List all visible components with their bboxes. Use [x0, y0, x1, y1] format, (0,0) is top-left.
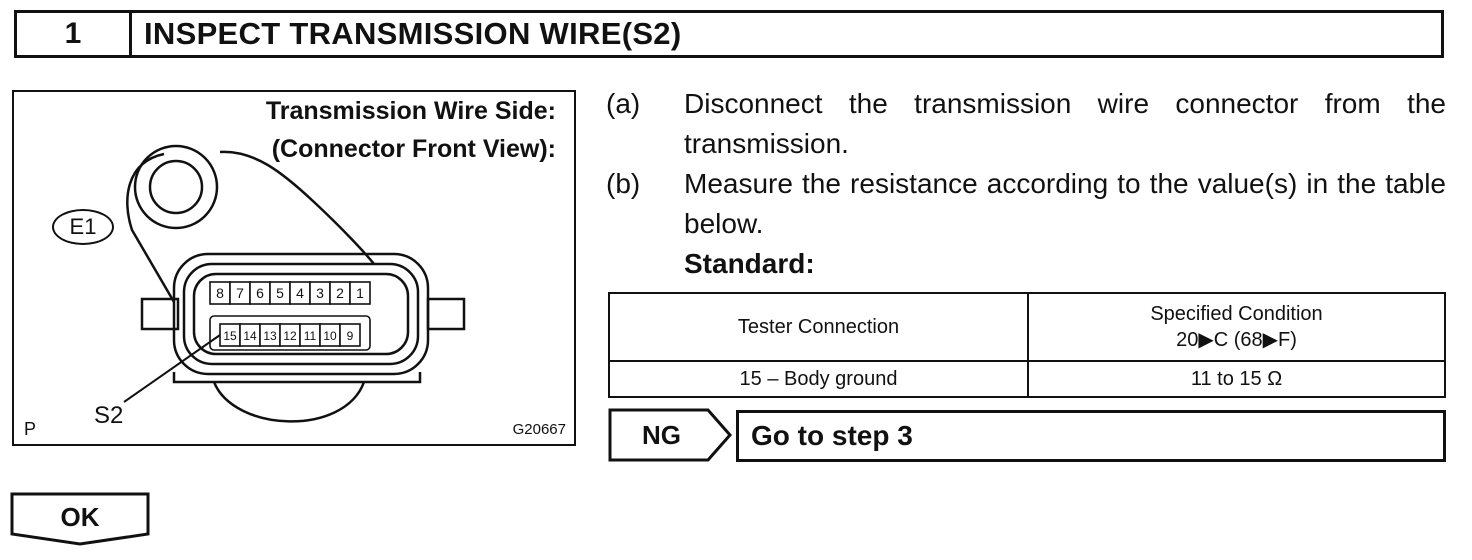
- pin-label: 13: [263, 329, 277, 343]
- pin-label: 9: [347, 329, 354, 343]
- pin-label: 7: [236, 285, 244, 301]
- pin-label: 15: [223, 329, 237, 343]
- figure-p-mark: P: [24, 419, 37, 439]
- pin-label: 12: [283, 329, 297, 343]
- pin-label: 5: [276, 285, 284, 301]
- step-number: 1: [17, 13, 132, 55]
- pin-label: 1: [356, 285, 364, 301]
- pin-label: 14: [243, 329, 257, 343]
- cell-tester-connection: 15 – Body ground: [608, 360, 1029, 398]
- ng-arrow-shape: [608, 408, 732, 462]
- figure-caption-line2: (Connector Front View):: [271, 135, 556, 163]
- connector-illustration: 8 7 6 5 4 3 2 1 15 14 13 12 11 10 9 Tran…: [12, 90, 576, 446]
- header-condition-line2: 20▶C (68▶F): [1176, 329, 1297, 351]
- ok-tag: OK: [10, 492, 150, 546]
- table-header-row: Tester Connection Specified Condition 20…: [608, 292, 1446, 362]
- ok-label: OK: [60, 502, 100, 532]
- connector-drawing: 8 7 6 5 4 3 2 1 15 14 13 12 11 10 9: [123, 144, 466, 423]
- standard-label: Standard:: [684, 248, 815, 279]
- ng-action-box: Go to step 3: [736, 410, 1446, 462]
- specification-table: Tester Connection Specified Condition 20…: [608, 292, 1446, 398]
- instruction-a: (a) Disconnect the transmission wire con…: [606, 84, 1446, 164]
- step-header: 1 INSPECT TRANSMISSION WIRE(S2): [14, 10, 1444, 58]
- figure-caption-line1: Transmission Wire Side:: [265, 97, 556, 125]
- s2-label: S2: [94, 402, 124, 429]
- ng-label: NG: [642, 420, 681, 450]
- pin-label: 6: [256, 285, 264, 301]
- instruction-letter: (a): [606, 88, 641, 119]
- figure-caption: Transmission Wire Side: (Connector Front…: [266, 92, 556, 168]
- pin-label: 2: [336, 285, 344, 301]
- instruction-b: (b) Measure the resistance according to …: [606, 164, 1446, 244]
- ok-arrow-shape: [10, 492, 150, 546]
- ng-tag: NG: [608, 408, 732, 462]
- instruction-text: Measure the resistance according to the …: [684, 168, 1446, 239]
- cell-specified-condition: 11 to 15 Ω: [1027, 360, 1446, 398]
- pin-label: 8: [216, 285, 224, 301]
- header-condition-line1: Specified Condition: [1150, 303, 1323, 325]
- e1-label: E1: [52, 209, 114, 245]
- figure-code: G20667: [512, 421, 566, 438]
- pin-label: 4: [296, 285, 304, 301]
- step-title: INSPECT TRANSMISSION WIRE(S2): [144, 16, 682, 51]
- instruction-text: Disconnect the transmission wire connect…: [684, 88, 1446, 159]
- table-row: 15 – Body ground 11 to 15 Ω: [608, 360, 1446, 398]
- header-tester-connection: Tester Connection: [608, 292, 1029, 362]
- pin-label: 11: [304, 329, 317, 343]
- pin-label: 10: [323, 329, 337, 343]
- header-specified-condition: Specified Condition 20▶C (68▶F): [1027, 292, 1446, 362]
- instruction-letter: (b): [606, 168, 641, 199]
- pin-label: 3: [316, 285, 324, 301]
